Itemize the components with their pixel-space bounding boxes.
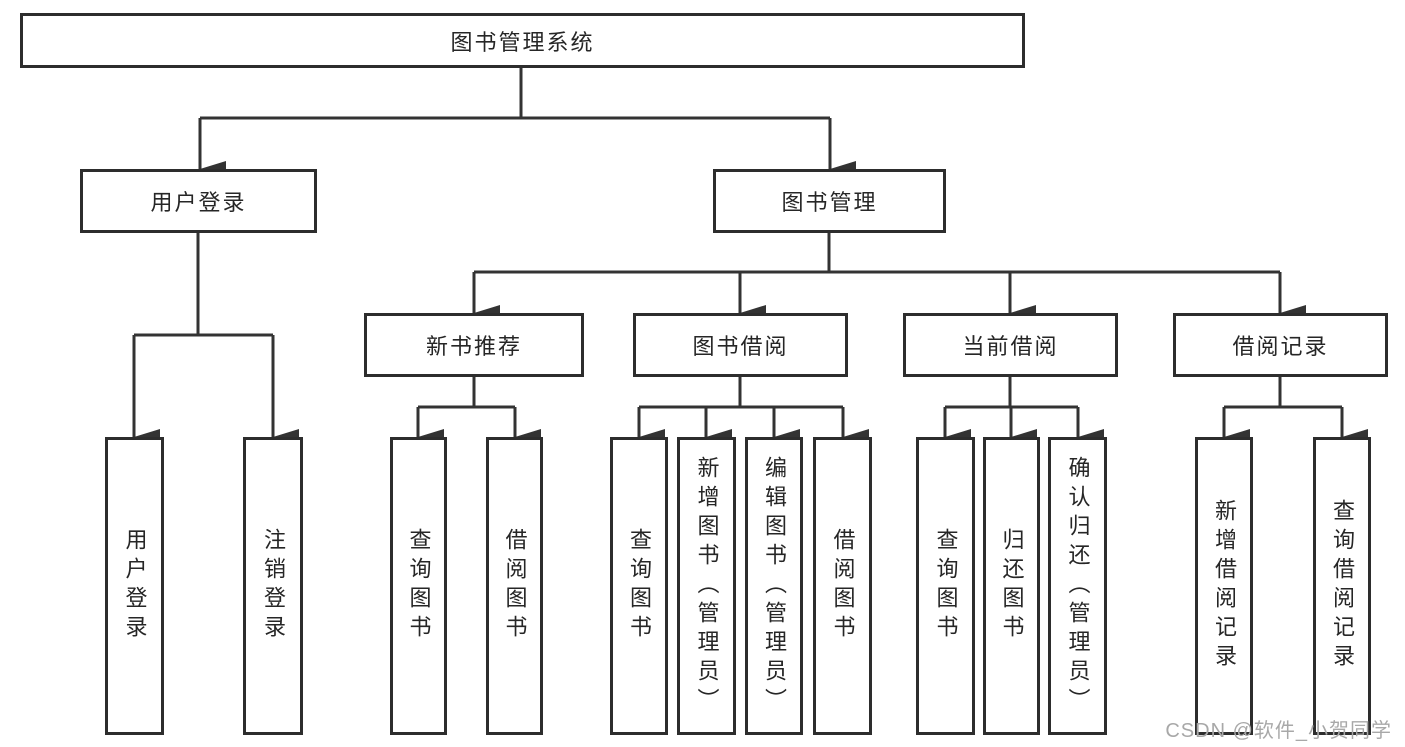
node-label: 图书管理系统 — [450, 29, 595, 55]
node-borrowing-records: 借阅记录 — [1173, 313, 1388, 377]
leaf-return-book: 归还图书 — [983, 437, 1040, 735]
leaf-query-books-borrowing: 查询图书 — [610, 437, 668, 735]
node-label: 借阅图书 — [502, 528, 528, 644]
csdn-watermark: CSDN @软件_小贺同学 — [1165, 720, 1392, 742]
leaf-query-borrow-record: 查询借阅记录 — [1313, 437, 1371, 735]
node-label: 图书管理 — [781, 190, 878, 215]
node-label: 借阅图书 — [830, 528, 856, 644]
node-label: 确认归还（管理员） — [1065, 455, 1091, 717]
leaf-query-books-current: 查询图书 — [916, 437, 975, 735]
node-label: 查询图书 — [406, 528, 432, 644]
node-label: 借阅记录 — [1232, 334, 1329, 359]
node-library-management-system: 图书管理系统 — [20, 13, 1025, 68]
node-label: 图书借阅 — [692, 334, 789, 359]
leaf-borrow-books-recommend: 借阅图书 — [486, 437, 543, 735]
node-book-borrowing: 图书借阅 — [633, 313, 848, 377]
node-label: 注销登录 — [261, 528, 286, 644]
node-label: 查询借阅记录 — [1330, 499, 1355, 673]
node-label: 新增图书（管理员） — [694, 455, 720, 717]
node-user-login: 用户登录 — [80, 169, 317, 233]
node-new-book-recommendation: 新书推荐 — [364, 313, 584, 377]
leaf-query-books-recommend: 查询图书 — [390, 437, 447, 735]
node-label: 新书推荐 — [425, 334, 522, 359]
node-label: 用户登录 — [150, 190, 247, 215]
node-current-borrowing: 当前借阅 — [903, 313, 1118, 377]
node-label: 查询图书 — [627, 528, 652, 644]
leaf-user-login: 用户登录 — [105, 437, 164, 735]
node-label: 新增借阅记录 — [1212, 499, 1237, 673]
leaf-add-book-admin: 新增图书（管理员） — [677, 437, 736, 735]
node-label: 归还图书 — [999, 528, 1025, 644]
leaf-edit-book-admin: 编辑图书（管理员） — [745, 437, 803, 735]
node-label: 查询图书 — [933, 528, 959, 644]
node-book-management: 图书管理 — [713, 169, 946, 233]
leaf-logout: 注销登录 — [243, 437, 303, 735]
node-label: 编辑图书（管理员） — [762, 455, 787, 717]
leaf-confirm-return-admin: 确认归还（管理员） — [1048, 437, 1107, 735]
node-label: 用户登录 — [122, 528, 148, 644]
leaf-borrow-books-borrowing: 借阅图书 — [813, 437, 872, 735]
node-label: 当前借阅 — [962, 334, 1059, 359]
leaf-add-borrow-record: 新增借阅记录 — [1195, 437, 1253, 735]
